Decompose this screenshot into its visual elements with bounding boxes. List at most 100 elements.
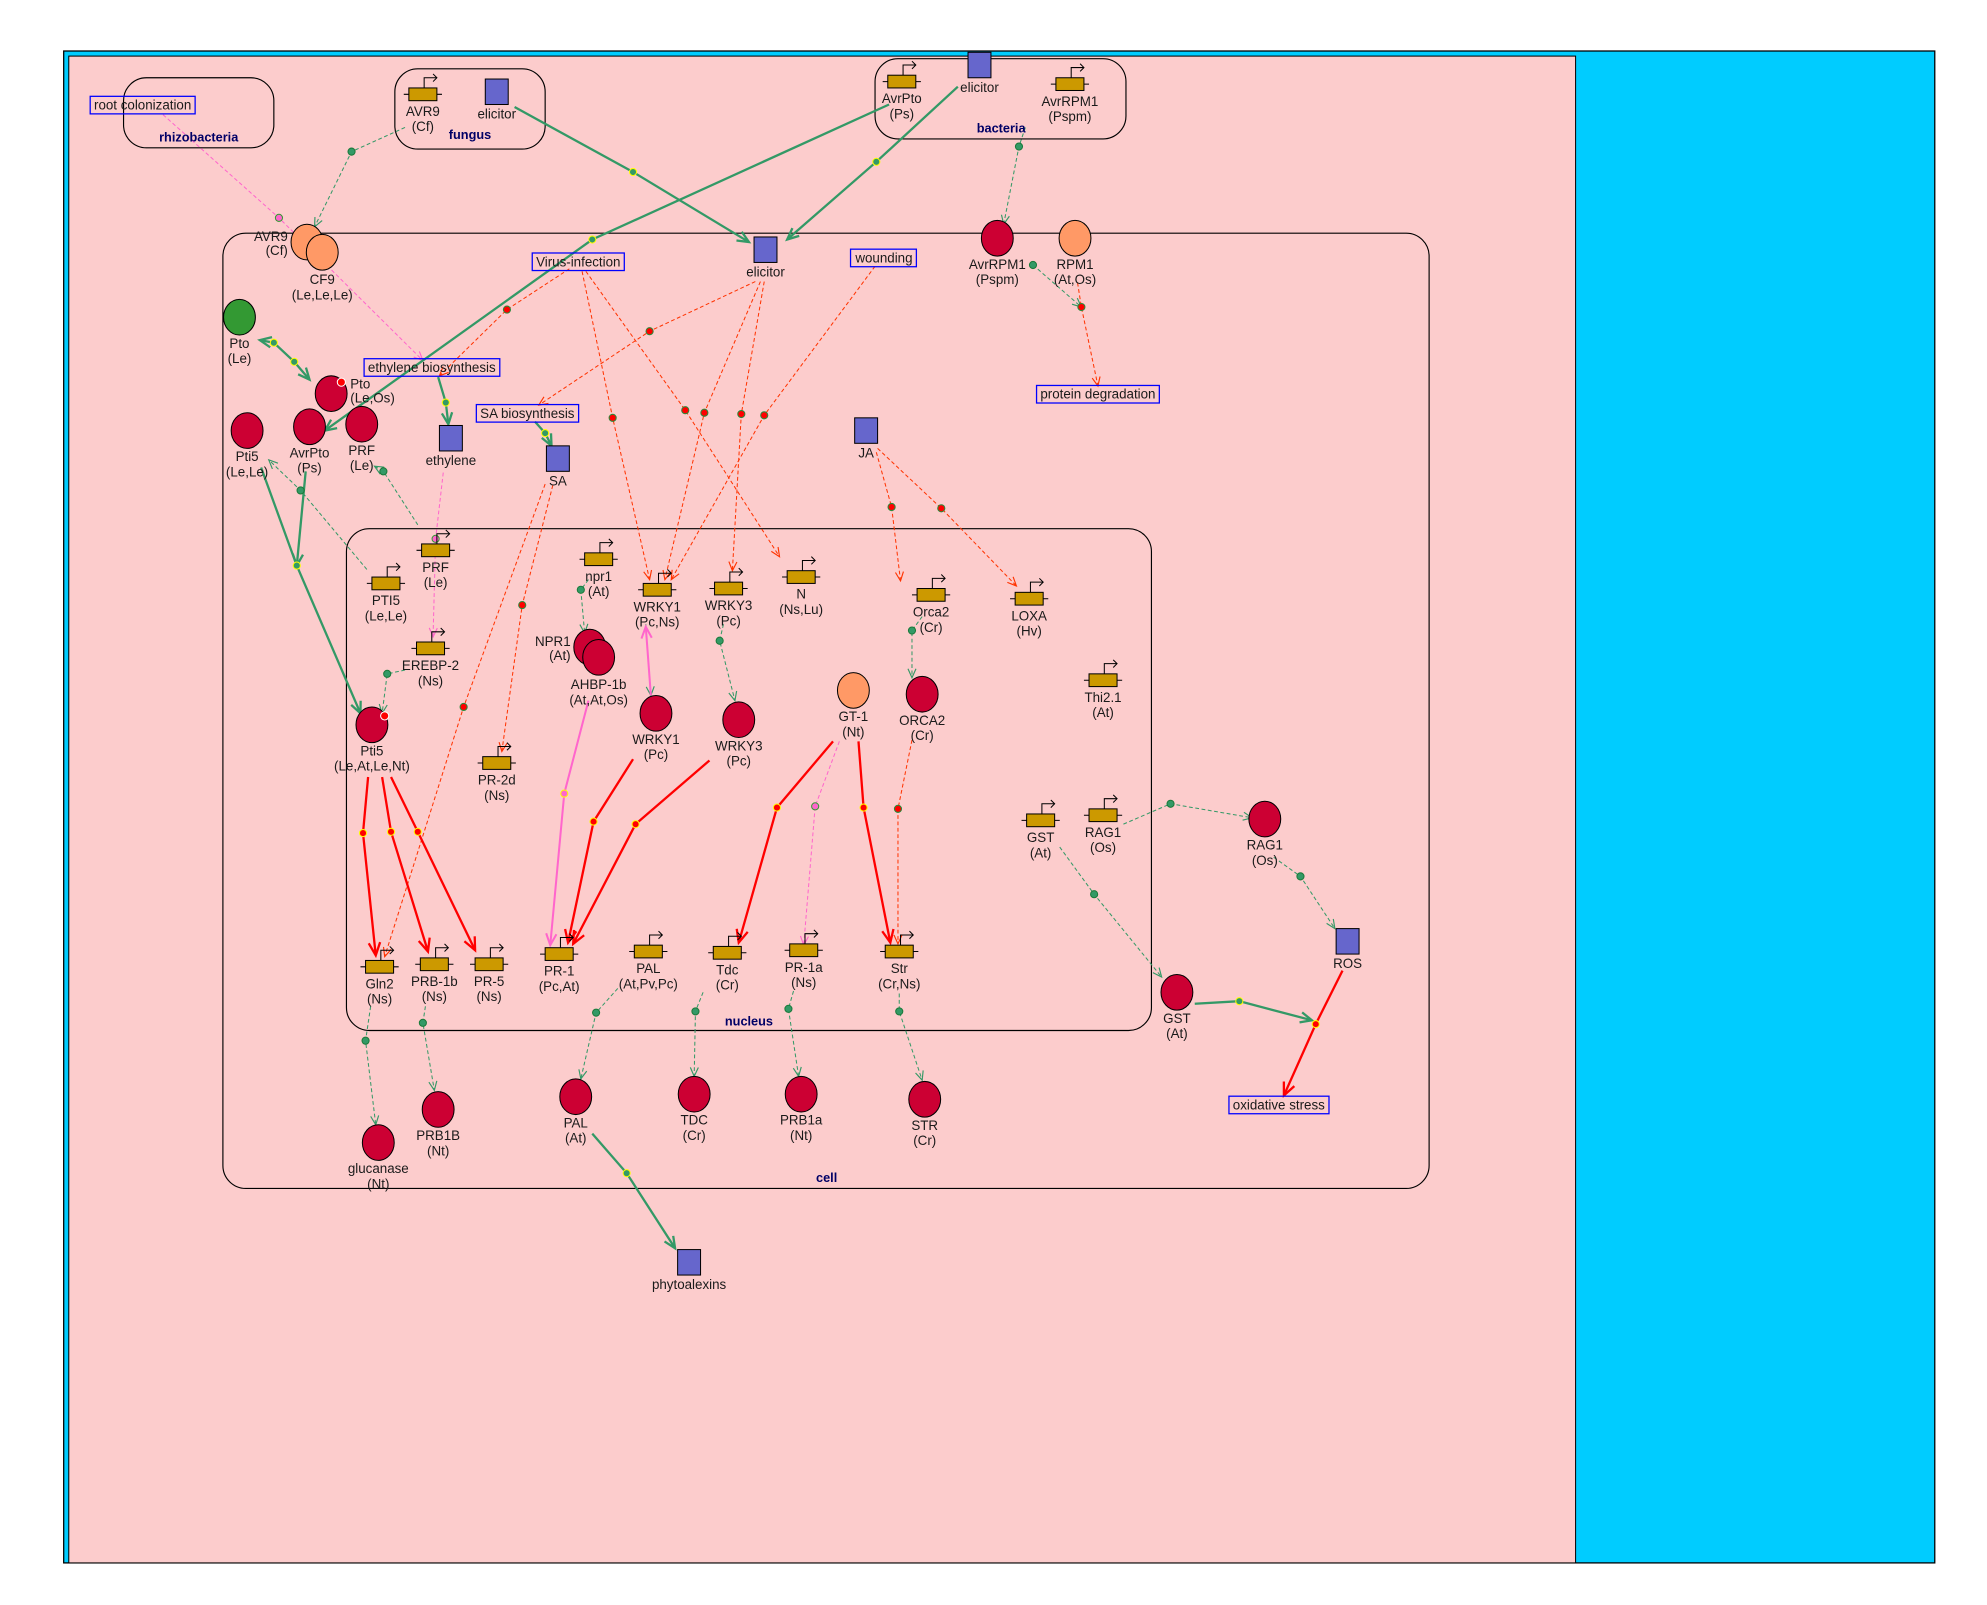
protein-species: (At) [1166, 1026, 1188, 1041]
gene-rag1[interactable] [1083, 794, 1123, 823]
gene-pr-2d[interactable] [477, 742, 516, 770]
protein-prb1b[interactable] [421, 1091, 455, 1128]
gene-icon [712, 945, 742, 960]
protein-avrrpm1[interactable] [980, 219, 1014, 257]
arrowhead [257, 336, 273, 349]
gene-pr-1a[interactable] [784, 929, 823, 958]
molecule-ros[interactable] [1335, 928, 1360, 955]
protein-icon [293, 408, 326, 446]
protein-species: (At,At,Os) [569, 692, 628, 707]
gene-prf[interactable] [416, 529, 455, 558]
gene-loxa[interactable] [1010, 577, 1049, 606]
protein-rpm1[interactable] [1058, 219, 1092, 257]
protein-pal[interactable] [559, 1078, 593, 1116]
edge-pink-solid [545, 700, 590, 948]
process-label: ethylene biosynthesis [368, 360, 496, 375]
gene-icon [415, 641, 446, 656]
protein-pti5[interactable] [230, 412, 264, 449]
edge-line [898, 993, 923, 1081]
molecule-icon [545, 445, 570, 472]
gene-n[interactable] [782, 556, 821, 584]
protein-ahbp-1b[interactable] [582, 638, 616, 676]
molecule-ja[interactable] [854, 417, 879, 444]
molecule-elicitor[interactable] [484, 78, 509, 106]
molecule-ethylene[interactable] [438, 424, 463, 452]
gene-pr-1[interactable] [540, 933, 579, 961]
gene-avr9[interactable] [403, 73, 442, 102]
molecule-elicitor[interactable] [753, 236, 778, 263]
edge-junction-dot [296, 486, 305, 495]
protein-avrpto[interactable] [293, 408, 326, 446]
protein-name: PAL [564, 1115, 588, 1130]
protein-glucanase[interactable] [361, 1124, 395, 1161]
protein-cf9[interactable] [305, 233, 339, 271]
molecule-sa[interactable] [545, 445, 570, 472]
gene-wrky3[interactable] [709, 567, 748, 596]
gene-pal[interactable] [629, 930, 668, 959]
promoter-arrowhead [432, 73, 438, 82]
promoter-arrow-icon [658, 572, 672, 584]
edge-junction-dot [560, 789, 569, 798]
molecule-phytoalexins[interactable] [677, 1249, 702, 1276]
gene-name: RAG1 [1085, 825, 1121, 840]
edge-junction-dot [383, 669, 392, 678]
gene-pr-5[interactable] [470, 943, 509, 972]
protein-prb1a[interactable] [784, 1075, 818, 1113]
edge-activation [785, 85, 959, 242]
promoter-arrowhead [506, 742, 512, 751]
promoter-arrow-icon [649, 934, 663, 946]
gene-str[interactable] [880, 930, 919, 959]
protein-pti5[interactable] [355, 706, 389, 744]
process-eth[interactable]: ethylene biosynthesis [363, 358, 501, 377]
compartment-border [122, 77, 275, 149]
edge-red-dashed [382, 483, 546, 958]
protein-tdc[interactable] [677, 1075, 711, 1113]
process-protdeg[interactable]: protein degradation [1035, 384, 1160, 404]
gene-avrrpm1[interactable] [1050, 63, 1090, 92]
process-virus[interactable]: Virus-infection [531, 252, 625, 272]
protein-species: (Cf) [266, 243, 288, 258]
gene-thi2.1[interactable] [1083, 659, 1123, 688]
gene-icon [371, 576, 401, 591]
protein-wrky3[interactable] [722, 701, 756, 739]
gene-erebp-2[interactable] [411, 627, 450, 656]
protein-gt-1[interactable] [836, 672, 870, 709]
protein-species: (Nt) [842, 724, 864, 739]
arrowhead [881, 928, 895, 946]
gene-avrpto[interactable] [882, 60, 921, 89]
gene-icon [1014, 591, 1044, 606]
protein-prf[interactable] [345, 405, 379, 443]
edge-junction-dot [645, 327, 654, 336]
gene-orca2[interactable] [911, 574, 951, 602]
edge-expression [715, 624, 738, 702]
edge-line [1032, 264, 1082, 308]
protein-pto[interactable] [223, 298, 256, 336]
protein-rag1[interactable] [1248, 800, 1282, 838]
gene-tdc[interactable] [708, 932, 747, 960]
process-wound[interactable]: wounding [849, 248, 918, 268]
gene-wrky1[interactable] [638, 569, 677, 597]
process-oxid[interactable]: oxidative stress [1228, 1095, 1330, 1115]
protein-name: AvrRPM1 [969, 257, 1026, 272]
gene-icon [786, 570, 816, 584]
protein-str[interactable] [908, 1080, 942, 1118]
gene-npr1[interactable] [579, 538, 618, 567]
gene-gst[interactable] [1021, 799, 1060, 828]
gene-prb-1b[interactable] [415, 943, 454, 972]
protein-gst[interactable] [1160, 973, 1194, 1011]
gene-icon [1055, 77, 1085, 92]
gene-name: WRKY1 [633, 599, 681, 614]
gene-gln2[interactable] [360, 946, 399, 974]
molecule-elicitor[interactable] [967, 51, 992, 79]
process-sa[interactable]: SA biosynthesis [475, 403, 580, 423]
protein-icon [559, 1078, 593, 1116]
protein-orca2[interactable] [905, 675, 939, 713]
edge-line [719, 624, 736, 701]
protein-wrky1[interactable] [639, 694, 673, 732]
promoter-arrowhead [440, 627, 446, 637]
edge-junction-dot [772, 803, 782, 812]
process-root[interactable]: root colonization [89, 95, 196, 115]
gene-pti5[interactable] [366, 562, 406, 591]
protein-name: GT-1 [839, 709, 869, 724]
